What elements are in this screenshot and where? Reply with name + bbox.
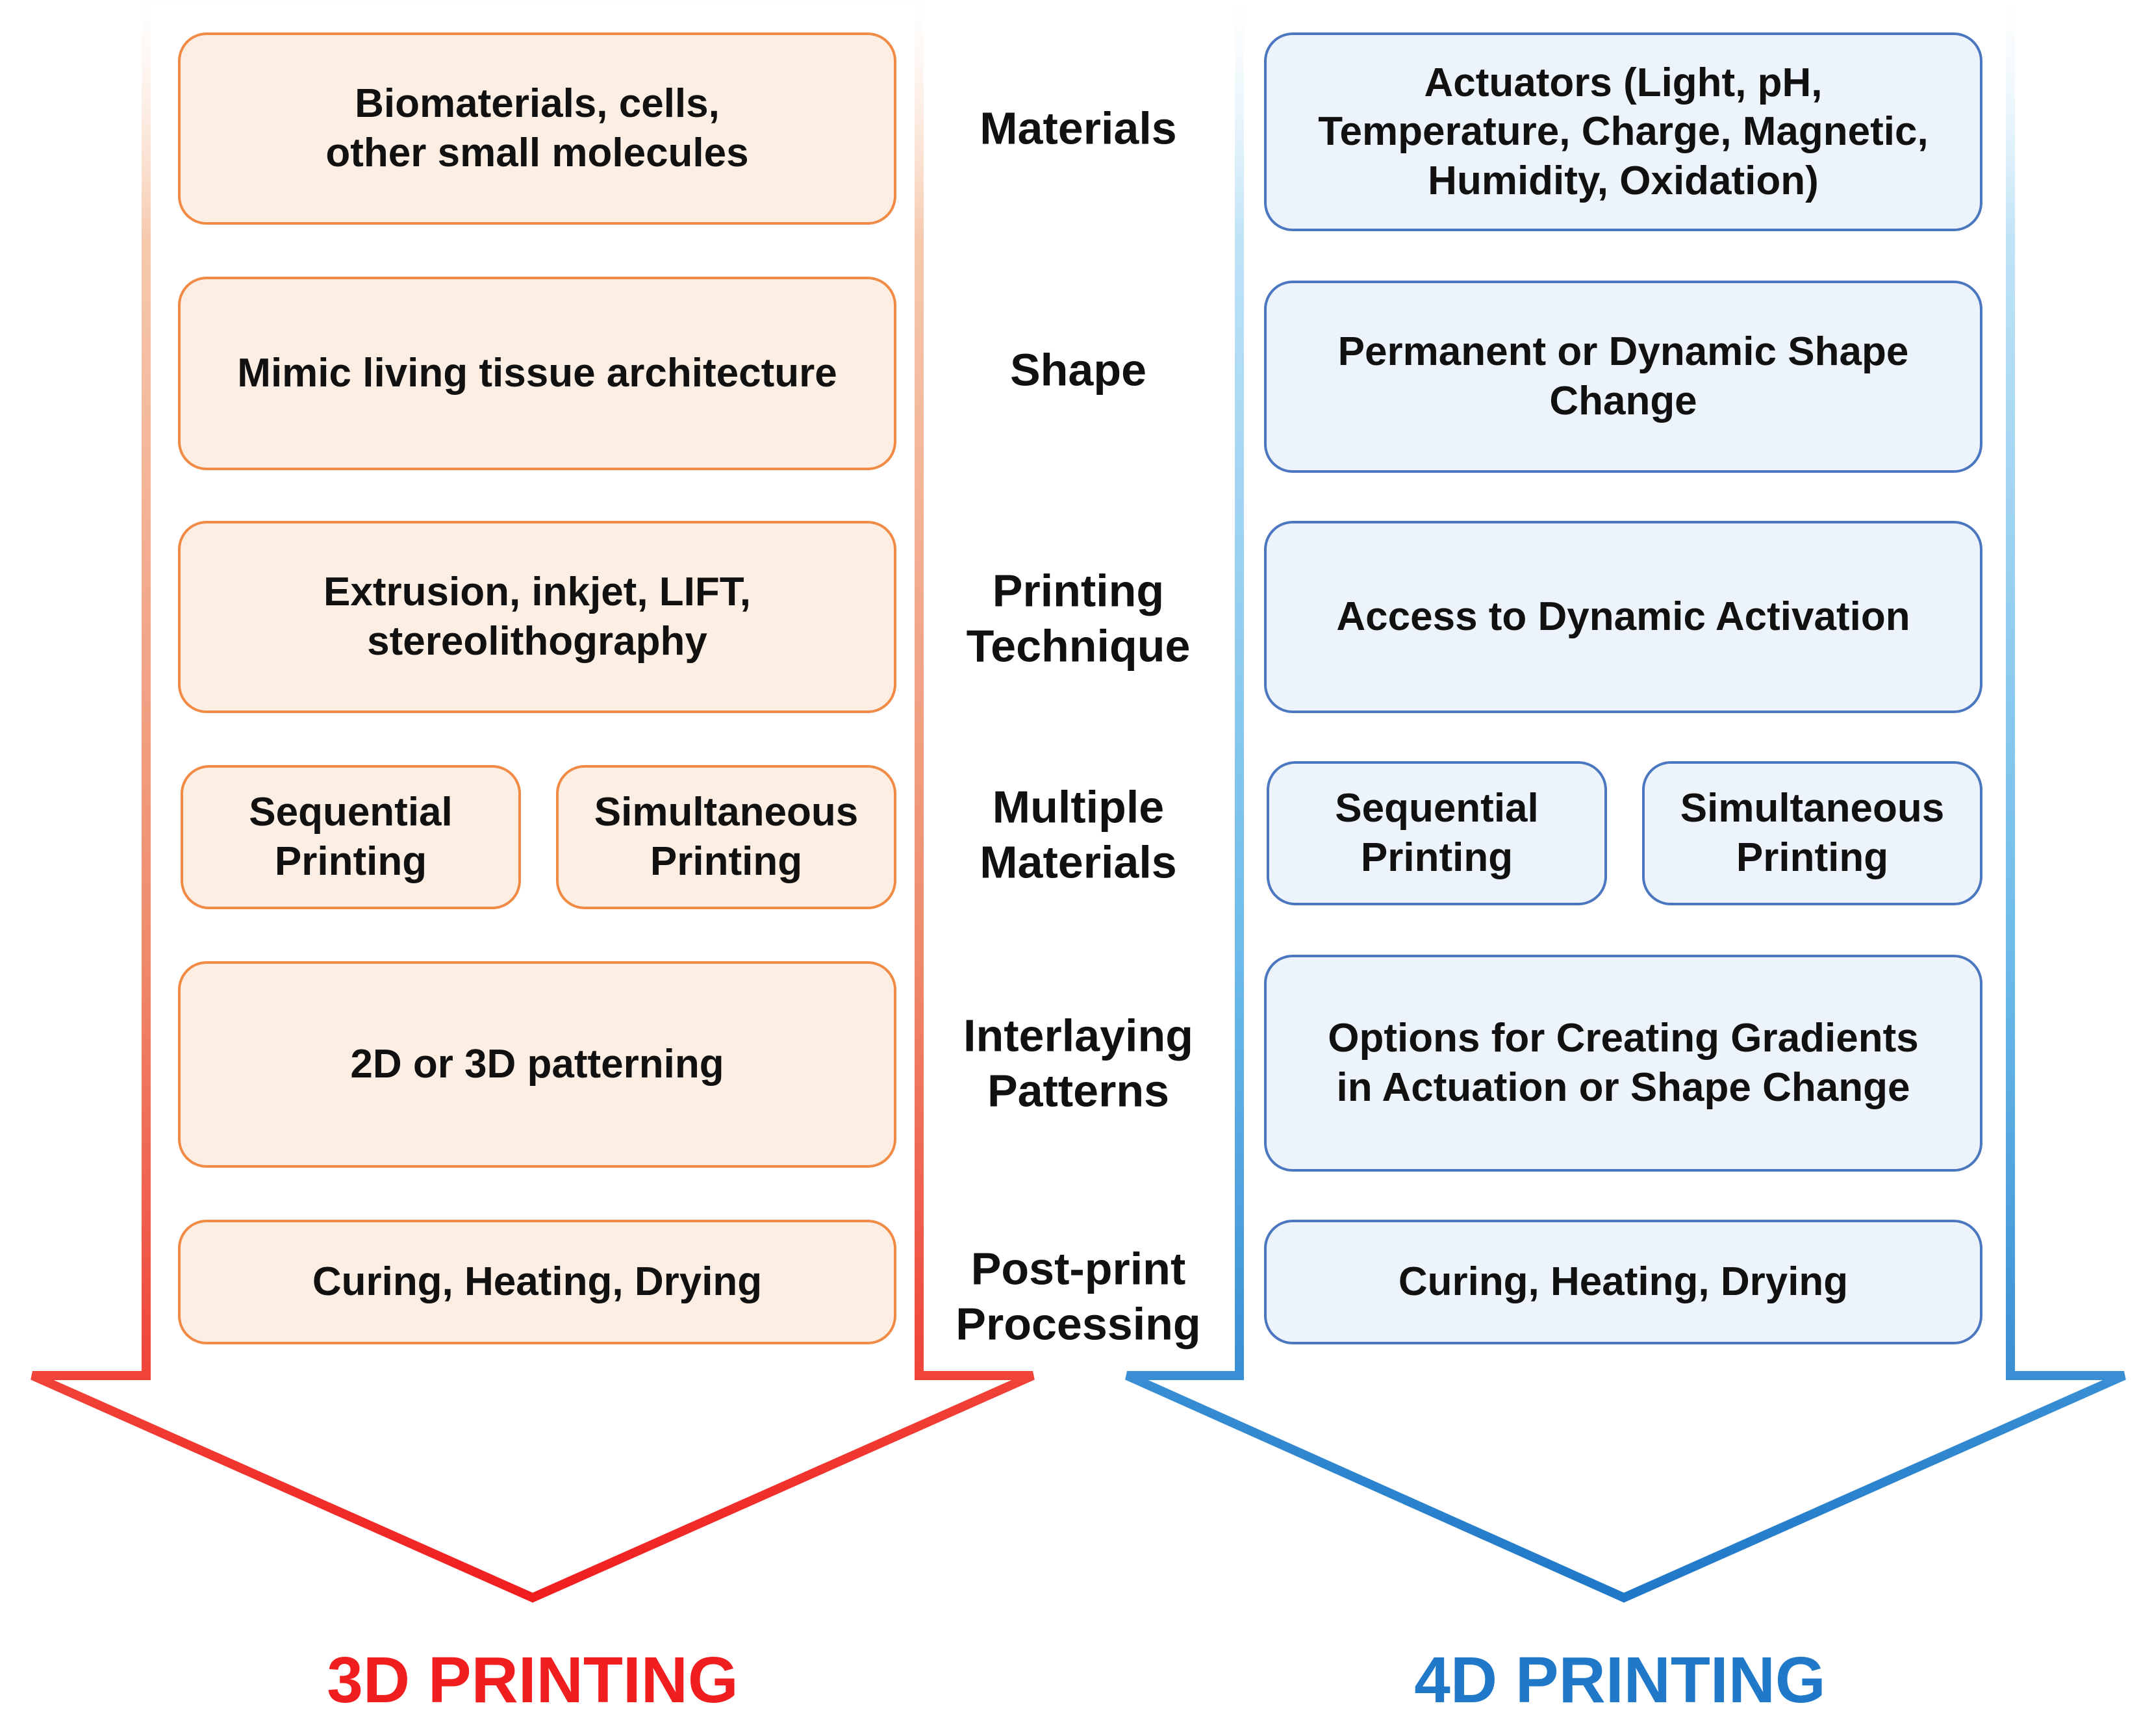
left-patterning-box: 2D or 3D patterning xyxy=(178,961,896,1168)
left-materials-box: Biomaterials, cells, other small molecul… xyxy=(178,32,896,225)
right-post-processing-box: Curing, Heating, Drying xyxy=(1264,1220,1982,1344)
right-sequential-printing-box: Sequential Printing xyxy=(1267,761,1607,905)
right-materials-box: Actuators (Light, pH, Temperature, Charg… xyxy=(1264,32,1982,231)
left-shape-box: Mimic living tissue architecture xyxy=(178,277,896,470)
left-sequential-printing-box: Sequential Printing xyxy=(181,765,521,909)
title-4d-printing: 4D PRINTING xyxy=(1414,1644,1826,1717)
left-post-processing-box: Curing, Heating, Drying xyxy=(178,1220,896,1344)
row-label-interlaying-patterns: Interlaying Patterns xyxy=(963,1010,1193,1116)
right-simultaneous-printing-box: Simultaneous Printing xyxy=(1642,761,1982,905)
left-simultaneous-printing-box: Simultaneous Printing xyxy=(556,765,896,909)
title-3d-printing: 3D PRINTING xyxy=(327,1644,739,1717)
left-arrow-outline xyxy=(31,0,1035,1603)
row-label-multiple-materials: Multiple Materials xyxy=(980,781,1177,888)
right-technique-box: Access to Dynamic Activation xyxy=(1264,521,1982,713)
row-label-shape: Shape xyxy=(1009,344,1147,396)
left-technique-box: Extrusion, inkjet, LIFT, stereolithograp… xyxy=(178,521,896,713)
right-shape-box: Permanent or Dynamic Shape Change xyxy=(1264,281,1982,473)
right-arrow-outline xyxy=(1125,0,2126,1603)
row-label-post-print-processing: Post-print Processing xyxy=(956,1243,1201,1350)
row-label-printing-technique: Printing Technique xyxy=(966,565,1191,672)
right-gradients-box: Options for Creating Gradients in Actuat… xyxy=(1264,955,1982,1172)
row-label-materials: Materials xyxy=(980,103,1177,154)
